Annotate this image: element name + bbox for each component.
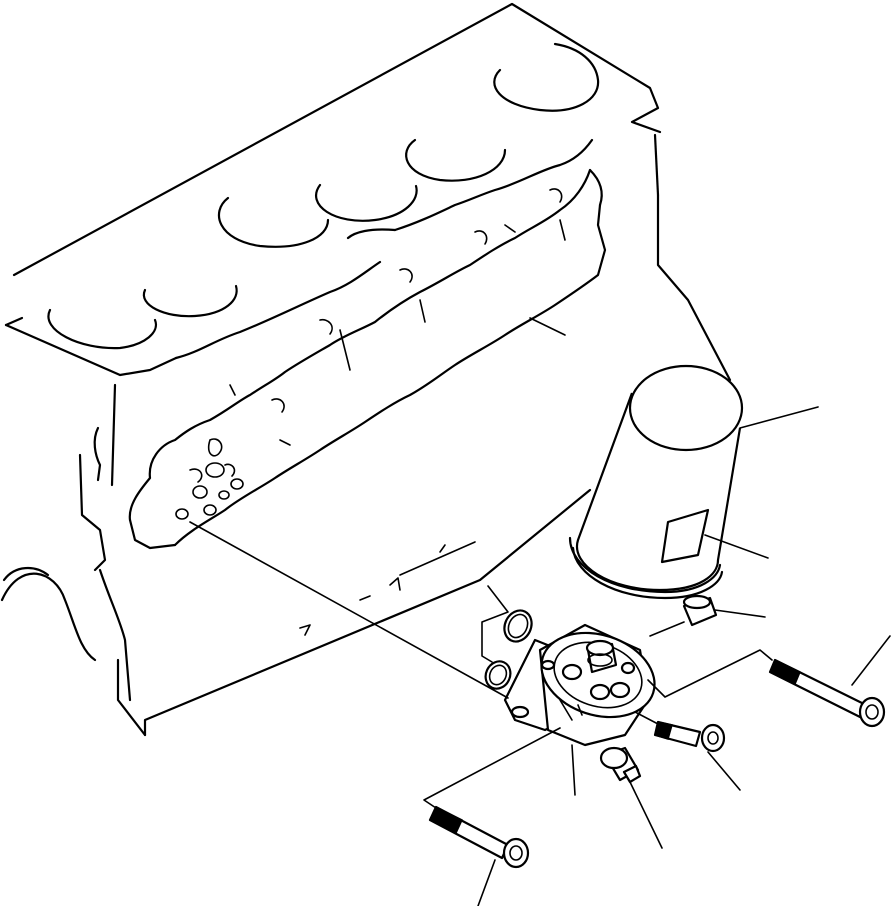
plug bbox=[682, 594, 718, 627]
leader-lines bbox=[189, 406, 891, 906]
filter-head-bracket bbox=[503, 623, 656, 747]
o-ring-upper bbox=[503, 609, 533, 643]
bolt-short bbox=[653, 720, 726, 753]
bolt-long-right bbox=[768, 658, 886, 728]
oil-filter-cartridge bbox=[568, 364, 744, 600]
bolt-long-lower bbox=[428, 805, 530, 869]
o-ring-lower bbox=[484, 660, 512, 690]
sensor-switch bbox=[599, 746, 642, 784]
cylinder-block bbox=[0, 2, 732, 737]
